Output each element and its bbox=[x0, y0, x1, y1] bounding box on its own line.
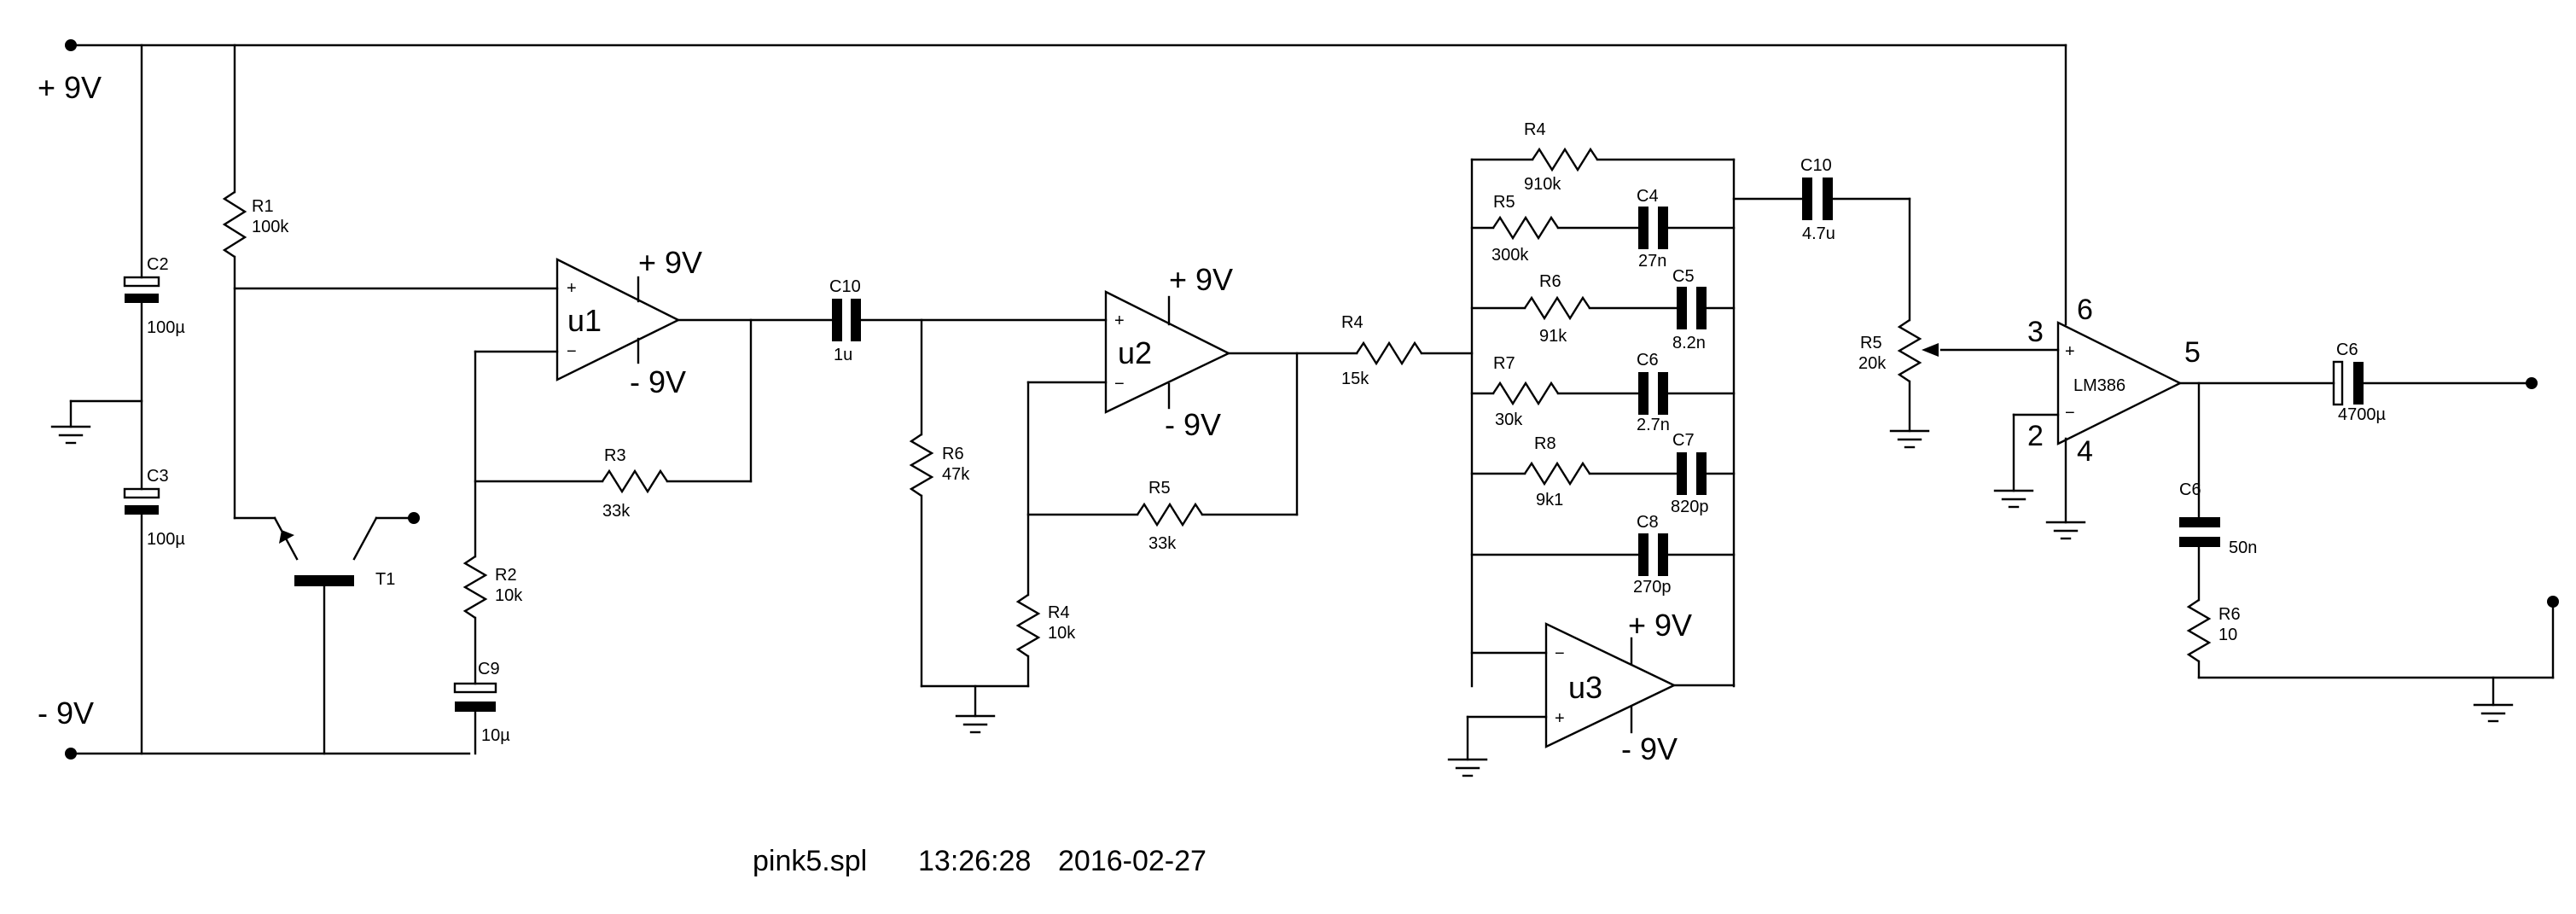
svg-text:+: + bbox=[1555, 709, 1565, 728]
c6a-name: C6 bbox=[1637, 351, 1659, 370]
r4b-name: R4 bbox=[1341, 313, 1364, 332]
r4c-value: 910k bbox=[1524, 175, 1561, 194]
u2-stage: C10 1u R6 47k + − u2 + 9V - 9V R5 33k R4… bbox=[677, 262, 1299, 734]
c2-name: C2 bbox=[147, 255, 169, 274]
supply-rails: + 9V - 9V bbox=[38, 39, 2067, 760]
svg-text:−: − bbox=[2065, 404, 2075, 422]
label-neg-supply: - 9V bbox=[38, 696, 94, 731]
c2-value: 100µ bbox=[147, 318, 185, 337]
volume-stage: C10 4.7u R5 20k bbox=[1732, 156, 2060, 449]
u1-label: u1 bbox=[567, 303, 602, 338]
lm386-pin4: 4 bbox=[2077, 435, 2093, 468]
r5c-value: 20k bbox=[1858, 354, 1887, 373]
u1-vpos: + 9V bbox=[638, 245, 702, 280]
c4-name: C4 bbox=[1637, 187, 1659, 206]
u2-vpos: + 9V bbox=[1169, 262, 1233, 297]
r5c-name: R5 bbox=[1860, 334, 1882, 352]
r6b-value: 91k bbox=[1539, 327, 1567, 346]
r3-name: R3 bbox=[604, 446, 626, 465]
decoupling-caps: C2 100µ C3 100µ bbox=[50, 44, 185, 755]
c3-value: 100µ bbox=[147, 530, 185, 549]
noise-source: R1 100k T1 bbox=[222, 44, 420, 755]
r5b-name: R5 bbox=[1493, 193, 1515, 212]
output-terminal bbox=[2526, 377, 2538, 389]
c3-name: C3 bbox=[147, 467, 169, 486]
c8-name: C8 bbox=[1637, 513, 1659, 532]
r6c-name: R6 bbox=[2218, 605, 2241, 624]
svg-text:−: − bbox=[1555, 644, 1565, 663]
r5-value: 33k bbox=[1148, 534, 1177, 553]
r5b-value: 300k bbox=[1492, 246, 1529, 265]
r8-name: R8 bbox=[1534, 434, 1556, 453]
r4c-name: R4 bbox=[1524, 120, 1546, 139]
svg-text:+: + bbox=[567, 279, 577, 298]
r3-value: 33k bbox=[602, 502, 631, 521]
r7-value: 30k bbox=[1495, 410, 1523, 429]
lm386-pin3: 3 bbox=[2027, 316, 2044, 348]
c6c-name: C6 bbox=[2179, 480, 2201, 499]
c7-name: C7 bbox=[1672, 431, 1695, 450]
u1-stage: + − u1 + 9V - 9V R3 33k R2 10k C9 10µ bbox=[233, 245, 753, 755]
c6b-value: 4700µ bbox=[2338, 405, 2386, 424]
u1-vneg: - 9V bbox=[630, 364, 686, 399]
r6b-name: R6 bbox=[1539, 272, 1561, 291]
c5-value: 8.2n bbox=[1672, 334, 1706, 352]
r6-value: 47k bbox=[942, 465, 970, 484]
r2-name: R2 bbox=[495, 566, 517, 585]
c9-name: C9 bbox=[478, 660, 500, 678]
svg-text:−: − bbox=[1114, 375, 1125, 393]
c5-name: C5 bbox=[1672, 267, 1695, 286]
footer: pink5.spl 13:26:28 2016-02-27 bbox=[753, 845, 1207, 877]
svg-text:+: + bbox=[2065, 342, 2075, 361]
lm386-label: LM386 bbox=[2073, 376, 2125, 395]
r6c-value: 10 bbox=[2218, 626, 2237, 644]
u3-vneg: - 9V bbox=[1621, 731, 1678, 766]
t1-name: T1 bbox=[375, 570, 395, 589]
footer-time: 13:26:28 bbox=[918, 845, 1031, 877]
footer-date: 2016-02-27 bbox=[1058, 845, 1207, 877]
c10-name: C10 bbox=[829, 277, 861, 296]
output-terminal-gnd bbox=[2547, 596, 2559, 608]
r1-value: 100k bbox=[252, 218, 289, 236]
terminal-neg-9v bbox=[65, 748, 77, 760]
lm386-pin6: 6 bbox=[2077, 294, 2093, 326]
c8-value: 270p bbox=[1633, 578, 1672, 597]
c10-value: 1u bbox=[834, 346, 852, 364]
c6b-name: C6 bbox=[2336, 341, 2358, 359]
r1-name: R1 bbox=[252, 197, 274, 216]
c9-value: 10µ bbox=[481, 726, 510, 745]
c10b-name: C10 bbox=[1800, 156, 1832, 175]
lm386-pin2: 2 bbox=[2027, 420, 2044, 452]
r5-name: R5 bbox=[1148, 479, 1171, 498]
r4-name: R4 bbox=[1048, 603, 1070, 622]
svg-text:−: − bbox=[567, 342, 577, 361]
c6c-value: 50n bbox=[2229, 539, 2257, 557]
label-pos-supply: + 9V bbox=[38, 70, 102, 105]
u2-label: u2 bbox=[1118, 335, 1152, 370]
lm386-pin5: 5 bbox=[2184, 336, 2201, 369]
r8-value: 9k1 bbox=[1536, 491, 1563, 509]
u3-vpos: + 9V bbox=[1628, 608, 1692, 643]
c7-value: 820p bbox=[1671, 498, 1709, 516]
r4b-value: 15k bbox=[1341, 370, 1369, 388]
pinking-filter: R4 15k R4 910k R5 300k C4 27n R6 91k C5 … bbox=[1227, 120, 1736, 777]
svg-text:+: + bbox=[1114, 311, 1125, 330]
c4-value: 27n bbox=[1638, 252, 1666, 271]
r4-value: 10k bbox=[1048, 624, 1076, 643]
terminal-pos-9v bbox=[65, 39, 77, 51]
footer-file: pink5.spl bbox=[753, 845, 867, 877]
c10b-value: 4.7u bbox=[1802, 224, 1835, 243]
r7-name: R7 bbox=[1493, 354, 1515, 373]
u2-vneg: - 9V bbox=[1165, 407, 1221, 442]
lm386-stage: + − LM386 3 6 2 4 5 C6 4700µ C6 50n R6 1… bbox=[1993, 294, 2559, 723]
r2-value: 10k bbox=[495, 586, 523, 605]
u3-label: u3 bbox=[1568, 670, 1602, 705]
c6a-value: 2.7n bbox=[1637, 416, 1670, 434]
r6-name: R6 bbox=[942, 445, 964, 463]
